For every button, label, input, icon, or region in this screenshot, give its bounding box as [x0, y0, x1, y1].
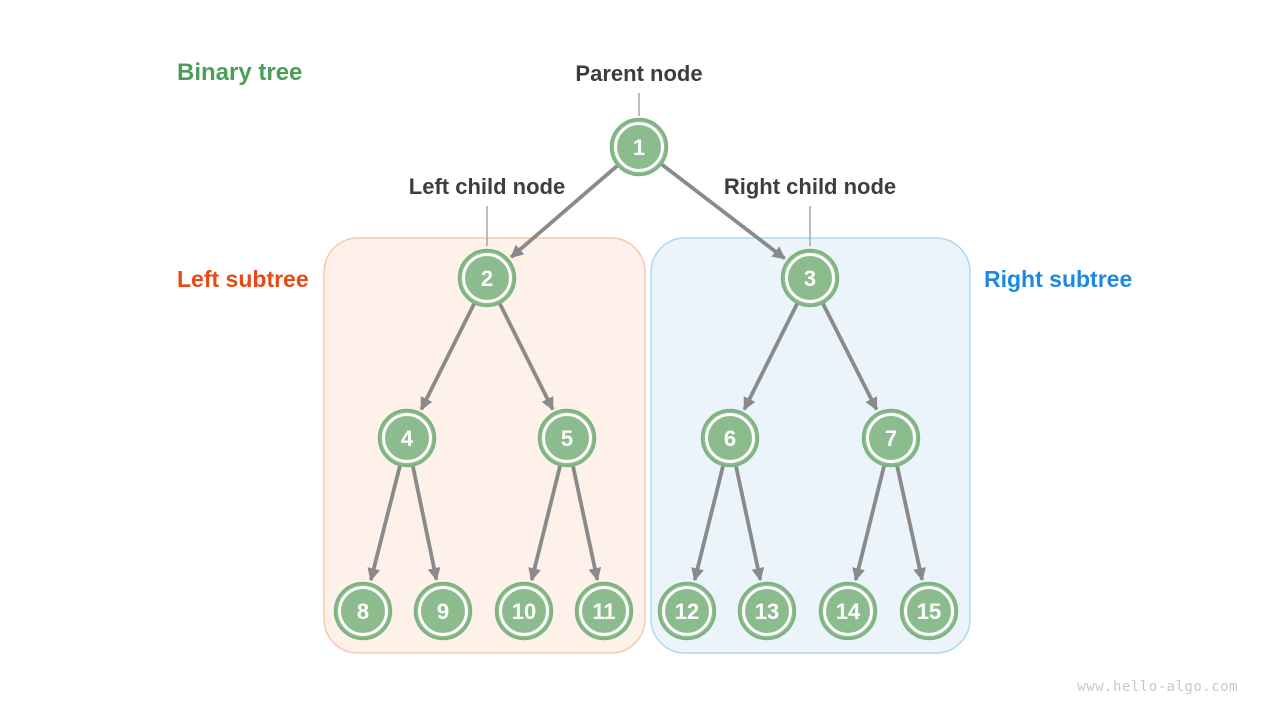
tree-node-15: 15	[899, 581, 959, 641]
tree-node-14: 14	[818, 581, 878, 641]
edge-3-6	[742, 303, 799, 411]
tree-node-1: 1	[609, 117, 669, 177]
subtree-box-left	[323, 237, 646, 654]
edge-6-12	[691, 465, 725, 582]
node-circle	[780, 248, 840, 308]
node-value: 15	[917, 599, 941, 624]
node-circle	[377, 408, 437, 468]
right-child-node-label: Right child node	[723, 174, 897, 199]
tree-node-10: 10	[494, 581, 554, 641]
parent-node-label: Parent node	[575, 61, 703, 86]
left-child-node-label: Left child node	[408, 174, 566, 199]
node-value: 13	[755, 599, 779, 624]
node-inner-ring	[866, 413, 916, 463]
node-circle	[609, 117, 669, 177]
node-circle	[537, 408, 597, 468]
node-circle	[333, 581, 393, 641]
node-value: 11	[592, 599, 615, 624]
node-inner-ring	[705, 413, 755, 463]
tree-node-4: 4	[377, 408, 437, 468]
node-inner-ring	[579, 586, 629, 636]
node-inner-ring	[462, 253, 512, 303]
node-inner-ring	[742, 586, 792, 636]
tree-node-13: 13	[737, 581, 797, 641]
tree-node-8: 8	[333, 581, 393, 641]
node-inner-ring	[382, 413, 432, 463]
node-value: 8	[357, 599, 369, 624]
node-value: 6	[724, 426, 736, 451]
node-value: 12	[675, 599, 699, 624]
edge-5-11	[571, 465, 602, 581]
node-circle	[657, 581, 717, 641]
node-value: 3	[804, 266, 816, 291]
edge-7-15	[895, 465, 926, 582]
watermark: www.hello-algo.com	[1077, 679, 1238, 695]
node-inner-ring	[338, 586, 388, 636]
node-circle	[494, 581, 554, 641]
node-circle	[574, 581, 634, 641]
tree-node-6: 6	[700, 408, 760, 468]
diagram-title: Binary tree	[177, 59, 303, 86]
node-value: 14	[836, 599, 861, 624]
tree-node-2: 2	[457, 248, 517, 308]
node-value: 7	[885, 426, 897, 451]
node-inner-ring	[542, 413, 592, 463]
node-circle	[413, 581, 473, 641]
tree-node-3: 3	[780, 248, 840, 308]
tree-node-9: 9	[413, 581, 473, 641]
right-subtree-label: Right subtree	[984, 266, 1133, 292]
node-inner-ring	[662, 586, 712, 636]
edge-7-14	[852, 465, 886, 582]
node-inner-ring	[904, 586, 954, 636]
node-value: 10	[512, 599, 536, 624]
tree-node-12: 12	[657, 581, 717, 641]
node-inner-ring	[499, 586, 549, 636]
node-value: 1	[633, 135, 645, 160]
node-inner-ring	[785, 253, 835, 303]
node-inner-ring	[823, 586, 873, 636]
tree-node-5: 5	[537, 408, 597, 468]
edge-2-4	[419, 303, 476, 411]
node-inner-ring	[418, 586, 468, 636]
edge-6-13	[734, 465, 765, 581]
edge-4-9	[411, 466, 441, 581]
left-subtree-label: Left subtree	[177, 266, 309, 292]
node-value: 5	[561, 426, 573, 451]
node-circle	[737, 581, 797, 641]
edge-2-5	[498, 303, 555, 411]
edge-1-2	[509, 164, 619, 259]
node-inner-ring	[614, 122, 664, 172]
edge-3-7	[821, 303, 879, 411]
node-circle	[700, 408, 760, 468]
node-value: 2	[481, 266, 493, 291]
edge-1-3	[660, 163, 786, 261]
tree-node-7: 7	[861, 408, 921, 468]
node-circle	[899, 581, 959, 641]
tree-node-11: 11	[574, 581, 634, 641]
node-circle	[818, 581, 878, 641]
node-value: 4	[401, 426, 414, 451]
edge-5-10	[528, 465, 562, 582]
node-circle	[861, 408, 921, 468]
node-circle	[457, 248, 517, 308]
edge-4-8	[367, 465, 402, 582]
node-value: 9	[437, 599, 449, 624]
